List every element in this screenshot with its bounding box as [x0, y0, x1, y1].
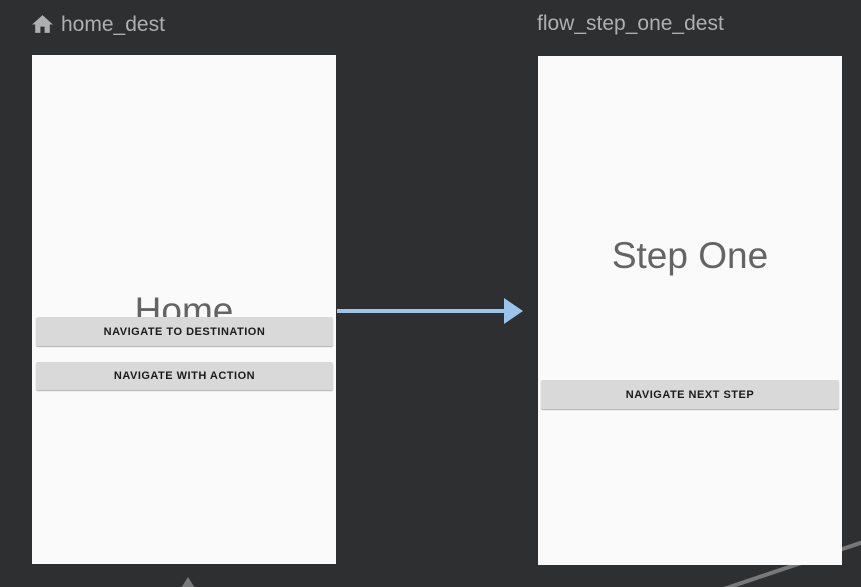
preview-button-navigate-with-action: NAVIGATE WITH ACTION — [36, 362, 333, 390]
destination-header-flow-step-one[interactable]: flow_step_one_dest — [537, 12, 724, 36]
preview-button-navigate-to-destination: NAVIGATE TO DESTINATION — [36, 317, 333, 346]
destination-label: flow_step_one_dest — [537, 12, 724, 35]
destination-header-home[interactable]: home_dest — [30, 12, 165, 37]
action-arrow-head — [504, 298, 523, 324]
destination-label: home_dest — [61, 12, 165, 36]
partial-edge-arrowhead — [181, 577, 195, 587]
action-arrow-shaft — [337, 309, 505, 313]
screen-title: Step One — [611, 235, 769, 276]
home-icon — [30, 12, 55, 37]
destination-card-home[interactable]: Home NAVIGATE TO DESTINATION NAVIGATE WI… — [32, 55, 336, 564]
action-arrow-home-to-step-one[interactable] — [337, 298, 523, 324]
destination-card-flow-step-one[interactable]: Step One NAVIGATE NEXT STEP — [538, 56, 842, 565]
preview-button-navigate-next-step: NAVIGATE NEXT STEP — [541, 380, 839, 409]
